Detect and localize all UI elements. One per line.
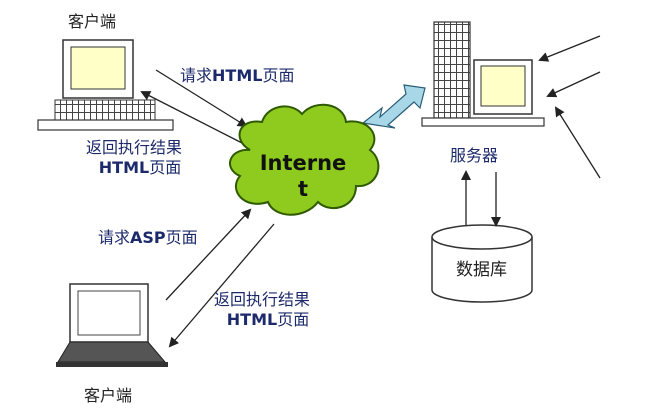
right-line-2	[546, 71, 601, 98]
client-bottom-laptop	[56, 283, 168, 367]
return-top-label: 返回执行结果 HTML页面	[86, 138, 182, 178]
internet-label-line2: t	[297, 177, 309, 201]
client-bottom-label: 客户端	[84, 386, 133, 405]
return-bottom-line1: 返回执行结果	[214, 290, 311, 309]
arrow-request-html	[155, 69, 248, 128]
return-bottom-suffix: 页面	[277, 310, 310, 329]
arrow-return-top	[140, 91, 245, 145]
request-html-bold: HTML	[212, 66, 263, 85]
internet-server-double-arrow	[361, 84, 426, 129]
server-label: 服务器	[450, 146, 499, 165]
right-line-1	[538, 35, 601, 62]
client-top-label: 客户端	[68, 12, 117, 31]
request-html-suffix: 页面	[262, 66, 295, 85]
database-label: 数据库	[456, 260, 507, 280]
arrow-request-asp	[165, 208, 252, 301]
request-asp-suffix: 页面	[165, 228, 198, 247]
arrow-return-bottom	[168, 223, 275, 348]
request-asp-label: 请求ASP页面	[98, 228, 198, 248]
return-bottom-line2: HTML页面	[214, 310, 310, 330]
request-asp-prefix: 请求	[98, 228, 131, 247]
request-html-prefix: 请求	[180, 66, 213, 85]
internet-cloud	[228, 103, 380, 216]
request-asp-bold: ASP	[130, 228, 166, 247]
return-top-line1: 返回执行结果	[86, 138, 183, 157]
return-bottom-label: 返回执行结果 HTML页面	[214, 290, 310, 330]
right-line-3	[554, 106, 601, 179]
internet-label: Interne t	[246, 150, 360, 202]
request-html-label: 请求HTML页面	[180, 66, 294, 86]
return-bottom-bold: HTML	[226, 310, 278, 329]
internet-label-line1: Interne	[259, 151, 347, 175]
return-top-bold: HTML	[98, 158, 150, 177]
server-machine	[421, 21, 545, 127]
client-top-computer	[37, 39, 174, 131]
database-cylinder	[431, 224, 533, 303]
return-top-suffix: 页面	[149, 158, 182, 177]
return-top-line2: HTML页面	[86, 158, 182, 178]
